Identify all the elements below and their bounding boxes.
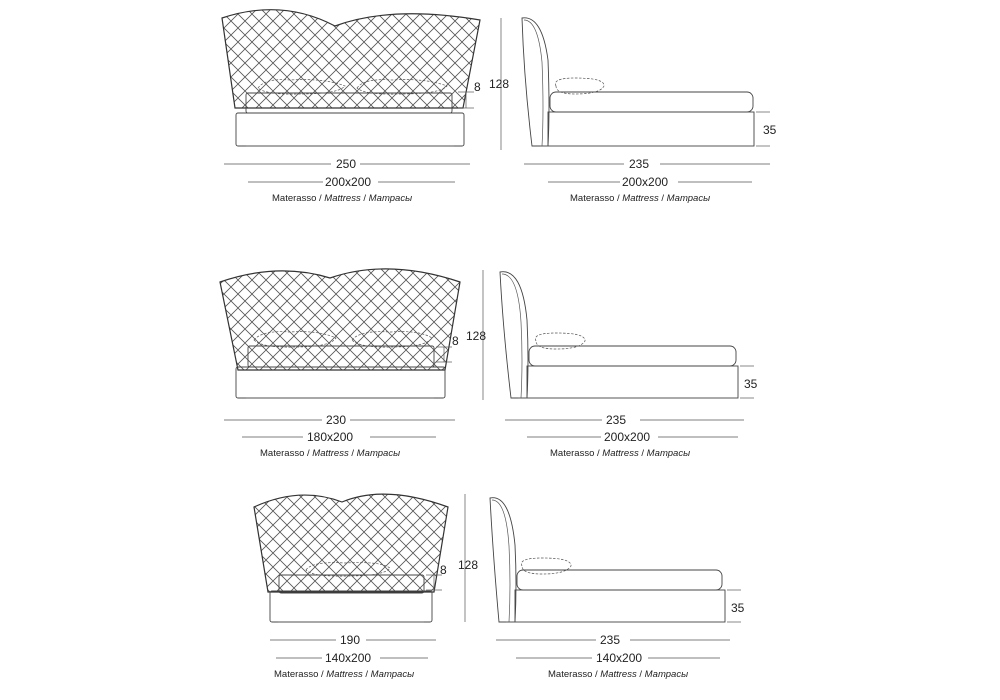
front-caption-2: Materasso / Mattress / Матрасы [260, 448, 400, 459]
mattress-3 [278, 574, 425, 594]
front-bottom-label-2: 8 [452, 334, 459, 348]
side-length-label-2: 235 [606, 413, 626, 427]
side-view-1: 35 235 200x200 Materasso / Mattress / Ма… [521, 17, 777, 204]
side-base-2 [526, 365, 739, 399]
side-height-label-1: 35 [763, 123, 777, 137]
side-mattress-label-2: 200x200 [604, 430, 650, 444]
front-height-label-1: 128 [489, 77, 509, 91]
variant-2: 8 128 230 180x200 Materasso / Mattress /… [219, 268, 758, 459]
side-headboard-2 [499, 271, 529, 399]
front-view-1: 8 128 250 200x200 Materasso / Mattress /… [221, 9, 509, 204]
side-mattress-label-1: 200x200 [622, 175, 668, 189]
bed-base-3 [269, 590, 433, 623]
side-mattress-1 [549, 91, 754, 113]
front-width-label-2: 230 [326, 413, 346, 427]
front-mattress-label-1: 200x200 [325, 175, 371, 189]
mattress-2 [247, 345, 435, 368]
side-view-3: 35 235 140x200 Materasso / Mattress / Ма… [489, 497, 745, 680]
side-mattress-3 [516, 569, 723, 591]
side-caption-2: Materasso / Mattress / Матрасы [550, 448, 690, 459]
bed-base-1 [235, 112, 465, 147]
pillow-1b [356, 79, 448, 95]
side-caption-3: Materasso / Mattress / Матрасы [548, 669, 688, 680]
side-height-label-3: 35 [731, 601, 745, 615]
front-width-label-3: 190 [340, 633, 360, 647]
headboard-3 [253, 493, 449, 593]
side-base-3 [514, 589, 726, 623]
headboard-2 [219, 268, 461, 371]
side-base-1 [547, 111, 755, 147]
front-view-2: 8 128 230 180x200 Materasso / Mattress /… [219, 268, 486, 459]
side-height-label-2: 35 [744, 377, 758, 391]
bed-base-2 [235, 366, 446, 399]
front-width-label-1: 250 [336, 157, 356, 171]
front-height-label-2: 128 [466, 329, 486, 343]
side-mattress-label-3: 140x200 [596, 651, 642, 665]
front-bottom-label-3: 8 [440, 563, 447, 577]
variant-3: 8 128 190 140x200 Materasso / Mattress /… [253, 493, 745, 680]
headboard-1 [221, 9, 481, 109]
front-mattress-label-3: 140x200 [325, 651, 371, 665]
pillow-1a [257, 79, 346, 95]
pillow-2a [253, 331, 337, 348]
side-headboard-3 [489, 497, 517, 623]
side-pillow-2 [535, 332, 586, 350]
front-caption-1: Materasso / Mattress / Матрасы [272, 193, 412, 204]
variant-1: 8 128 250 200x200 Materasso / Mattress /… [221, 9, 777, 204]
side-length-label-3: 235 [600, 633, 620, 647]
side-pillow-3 [521, 557, 572, 575]
pillow-3 [305, 562, 391, 577]
side-view-2: 35 235 200x200 Materasso / Mattress / Ма… [499, 271, 758, 459]
front-caption-3: Materasso / Mattress / Матрасы [274, 669, 414, 680]
mattress-1 [245, 92, 453, 114]
side-headboard-1 [521, 17, 550, 147]
front-bottom-label-1: 8 [474, 80, 481, 94]
side-mattress-2 [528, 345, 737, 367]
front-mattress-label-2: 180x200 [307, 430, 353, 444]
side-pillow-1 [555, 77, 605, 95]
side-caption-1: Materasso / Mattress / Матрасы [570, 193, 710, 204]
pillow-2b [351, 331, 433, 348]
front-height-label-3: 128 [458, 558, 478, 572]
front-view-3: 8 128 190 140x200 Materasso / Mattress /… [253, 493, 478, 680]
side-length-label-1: 235 [629, 157, 649, 171]
